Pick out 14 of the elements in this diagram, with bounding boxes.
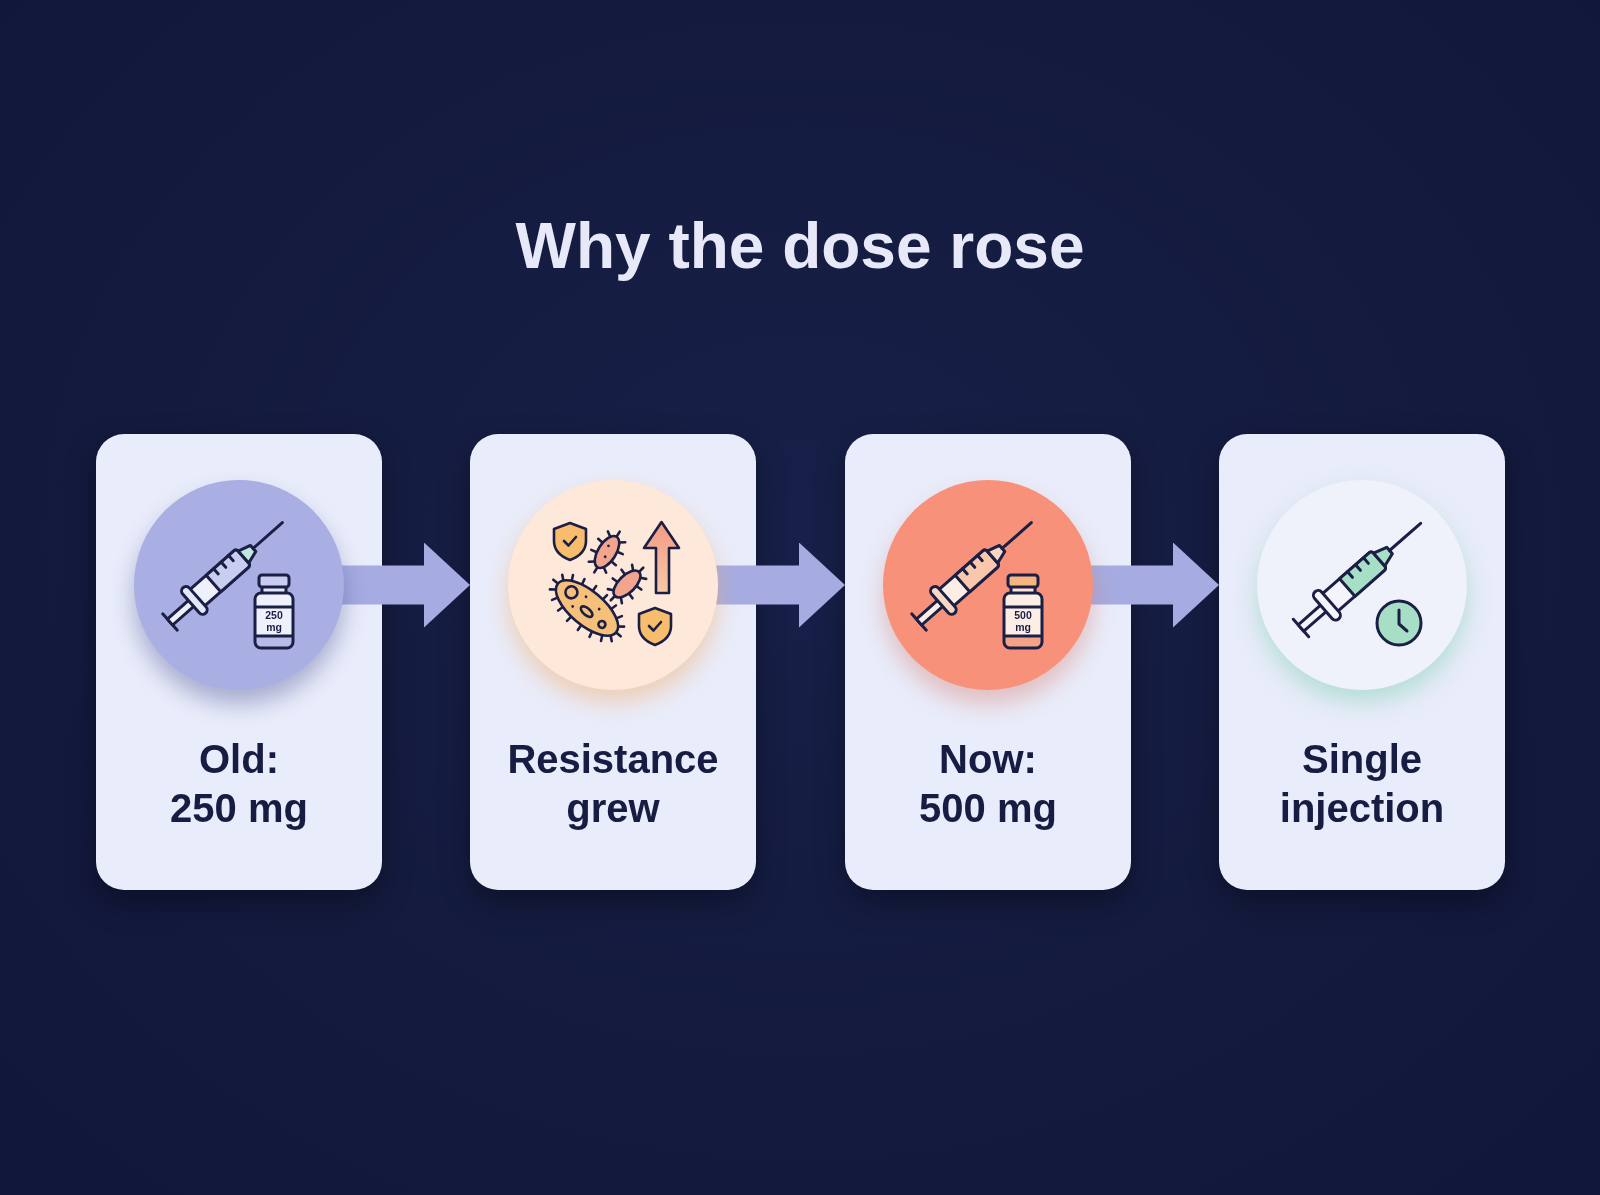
step-card bbox=[845, 434, 1131, 890]
arrow bbox=[341, 542, 470, 628]
step-label: Single injection bbox=[1278, 736, 1446, 832]
arrow bbox=[1090, 542, 1219, 628]
dose-label: 500 mg bbox=[1013, 609, 1033, 633]
step-card bbox=[1219, 434, 1505, 890]
title: Why the dose rose bbox=[515, 209, 1085, 284]
step-card bbox=[96, 434, 382, 890]
step-card bbox=[470, 434, 756, 890]
dose-label: 250 mg bbox=[264, 609, 284, 633]
step-label: Now: 500 mg bbox=[918, 736, 1058, 832]
step-label: Old: 250 mg bbox=[169, 736, 309, 832]
step-label: Resistance grew bbox=[506, 736, 720, 832]
arrow bbox=[715, 542, 845, 628]
